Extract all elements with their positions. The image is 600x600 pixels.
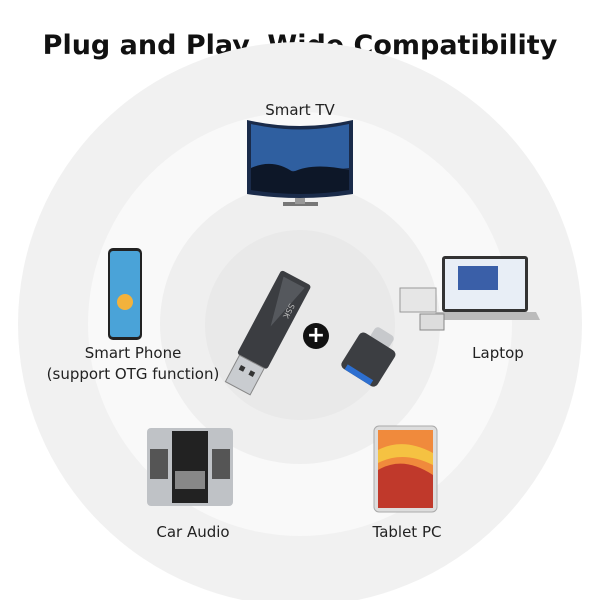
- phone-note: (support OTG function): [46, 365, 220, 383]
- usb-flash-drive-image: SSK: [224, 270, 311, 396]
- phone-label: Smart Phone: [84, 344, 182, 362]
- car-audio-label: Car Audio: [156, 523, 230, 541]
- laptop-image: [399, 256, 540, 331]
- tablet-label: Tablet PC: [372, 523, 442, 541]
- laptop-label: Laptop: [472, 344, 524, 362]
- tablet-image: [373, 425, 438, 513]
- tv-label: Smart TV: [265, 101, 335, 119]
- smart-phone-image: [108, 248, 142, 340]
- otg-adapter-image: [341, 327, 396, 387]
- plus-icon: +: [303, 323, 329, 349]
- smart-tv-image: [247, 120, 353, 206]
- car-audio-image: [147, 428, 233, 506]
- center-circle: [205, 230, 395, 420]
